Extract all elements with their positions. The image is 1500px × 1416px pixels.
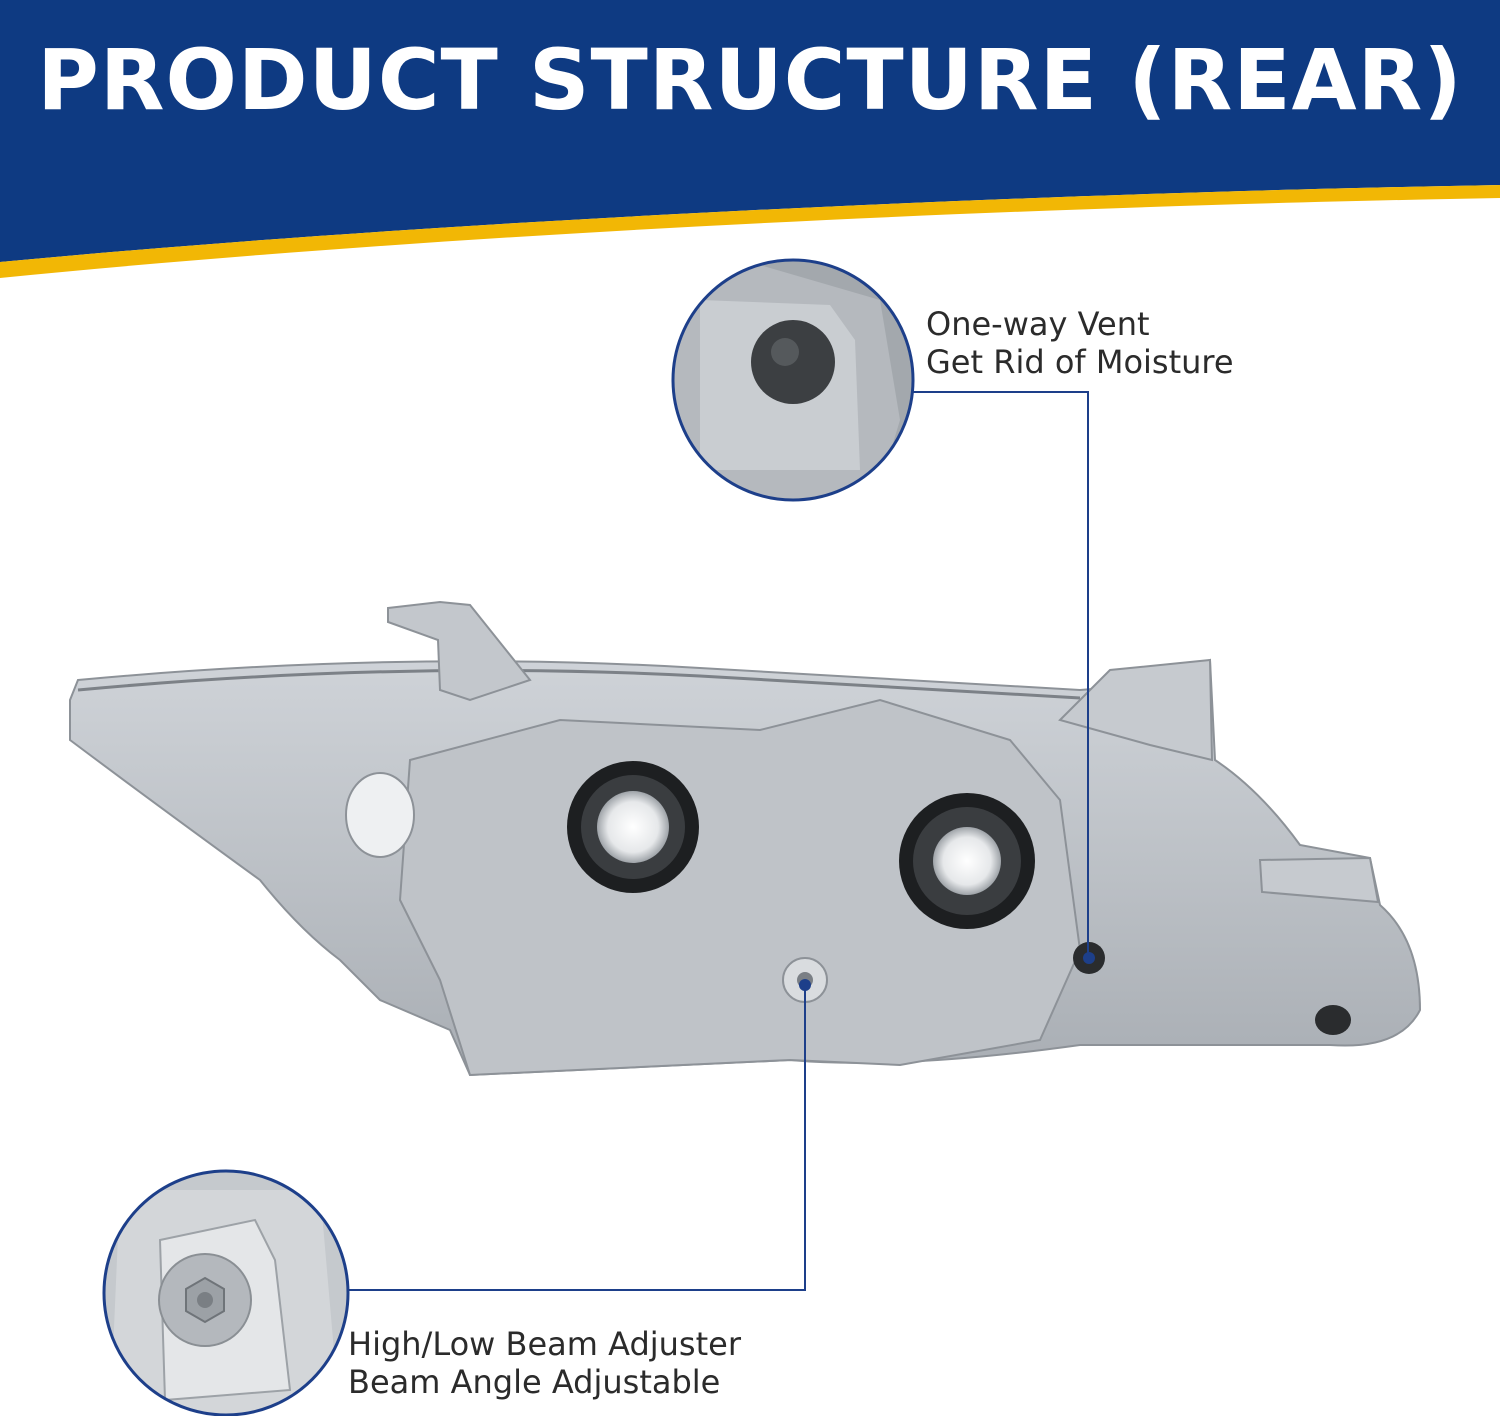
- adjuster-leader-line: [346, 985, 806, 1291]
- vent-zoom-inset: [671, 258, 915, 502]
- adjuster-callout: High/Low Beam Adjuster Beam Angle Adjust…: [348, 1325, 741, 1401]
- headlight-housing: [69, 600, 1422, 1077]
- adjuster-zoom-inset: [102, 1169, 350, 1416]
- adjuster-callout-line2: Beam Angle Adjustable: [348, 1363, 721, 1401]
- vent-callout: One-way Vent Get Rid of Moisture: [926, 305, 1234, 381]
- adjuster-marker: [799, 979, 811, 991]
- adjuster-callout-line1: High/Low Beam Adjuster: [348, 1325, 741, 1363]
- vent-callout-line2: Get Rid of Moisture: [926, 343, 1234, 381]
- vent-leader-line: [912, 391, 1089, 958]
- vent-marker: [1083, 952, 1095, 964]
- page-title: PRODUCT STRUCTURE (REAR): [37, 31, 1463, 129]
- header-banner: [0, 0, 1500, 278]
- leader-lines: [346, 391, 1089, 1291]
- vent-callout-line1: One-way Vent: [926, 305, 1150, 343]
